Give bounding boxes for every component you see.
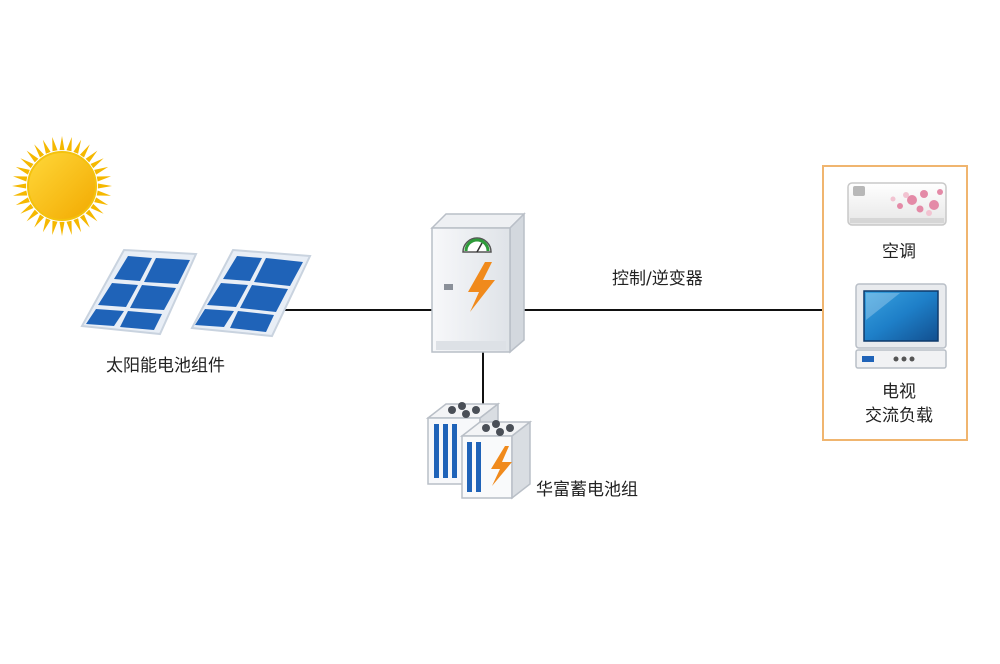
lightning-icon	[491, 446, 512, 486]
connector-lines	[282, 309, 823, 420]
battery-pack-icon	[425, 402, 533, 500]
sun-ray	[59, 136, 65, 151]
solar-panel-icon	[80, 248, 312, 338]
sun-ray	[42, 218, 51, 233]
solar-panel-label: 太阳能电池组件	[106, 356, 225, 376]
sun-ray	[59, 221, 65, 236]
sun-ray	[85, 209, 98, 222]
sun-ray	[73, 218, 82, 233]
sun-ray	[26, 209, 39, 222]
sun-ray	[15, 197, 30, 206]
sun-ray	[13, 190, 28, 196]
sun-ray	[52, 220, 58, 235]
air-conditioner-label: 空调	[882, 242, 916, 262]
sun-ray	[96, 176, 111, 182]
sun-ray	[26, 150, 39, 163]
ac-load-label: 交流负载	[865, 406, 933, 426]
sun-ray	[90, 203, 104, 214]
air-conditioner-icon	[847, 182, 947, 226]
sun-ray	[96, 190, 111, 196]
ac-load-box	[822, 165, 968, 441]
sun-ray	[13, 176, 28, 182]
sun-ray	[94, 166, 109, 175]
television-icon	[855, 283, 947, 369]
sun-ray	[42, 139, 51, 154]
inverter-cabinet-icon	[430, 212, 526, 354]
sun-ray	[34, 144, 45, 158]
sun-ray	[66, 220, 72, 235]
sun-ray	[79, 144, 90, 158]
sun-icon	[12, 136, 112, 236]
battery-pack-label: 华富蓄电池组	[536, 480, 638, 500]
sun-ray	[73, 139, 82, 154]
sun-ray	[34, 214, 45, 228]
sun-ray	[94, 197, 109, 206]
sun-ray	[85, 150, 98, 163]
lightning-icon	[468, 262, 495, 312]
sun-ray	[90, 158, 104, 169]
sun-ray	[97, 183, 112, 189]
sun-ray	[15, 166, 30, 175]
sun-ray	[20, 158, 34, 169]
sun-ray	[20, 203, 34, 214]
television-label: 电视	[882, 382, 916, 402]
sun-ray	[66, 137, 72, 152]
sun-ray	[52, 137, 58, 152]
controller-inverter-label: 控制/逆变器	[612, 269, 703, 289]
sun-ray	[79, 214, 90, 228]
sun-ray	[12, 183, 27, 189]
